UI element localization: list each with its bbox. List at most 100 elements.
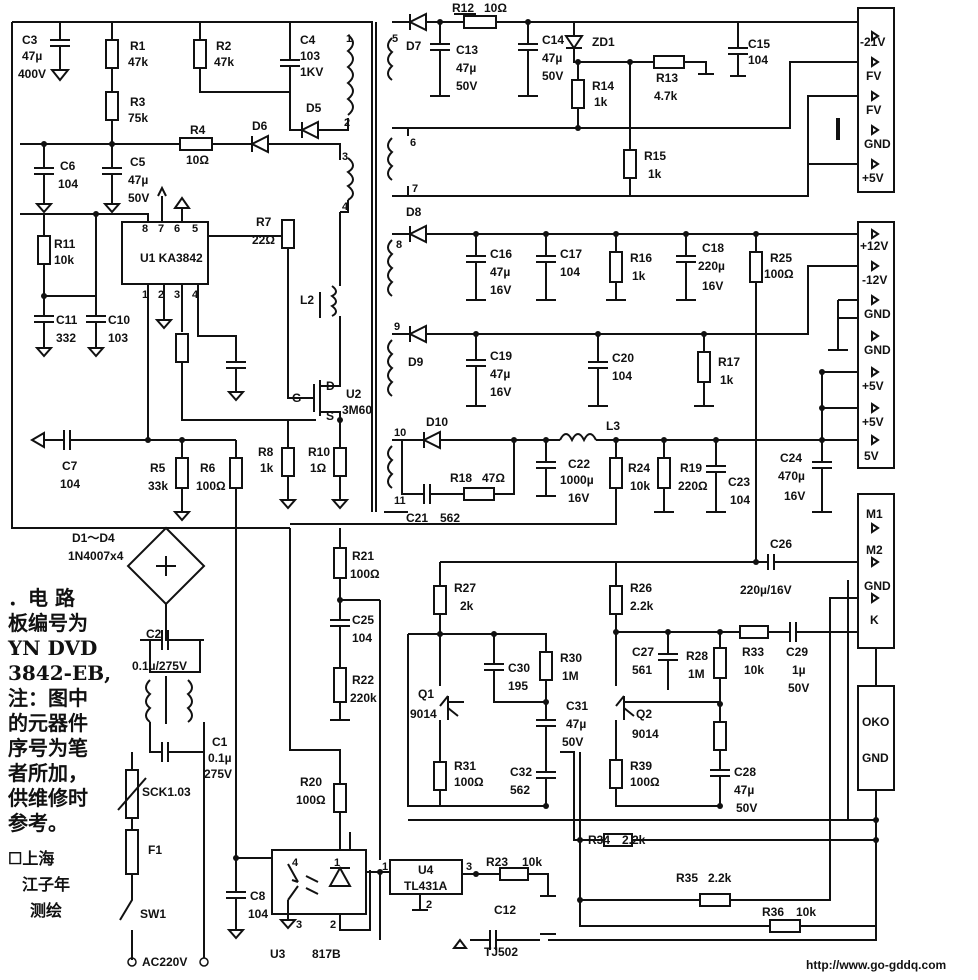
label-C8: C8: [250, 889, 266, 903]
label-C1-v2: 275V: [204, 767, 232, 781]
u1-pin1: 1: [142, 289, 148, 301]
label-R39: R39: [630, 759, 652, 773]
label-C27: C27: [632, 645, 654, 659]
label-D5: D5: [306, 101, 322, 115]
u1-pin5: 5: [192, 223, 198, 235]
label-R36: R36: [762, 905, 784, 919]
label-C27-v: 561: [632, 663, 652, 677]
label-R3: R3: [130, 95, 146, 109]
label-R36-v: 10k: [796, 905, 816, 919]
label-C29-v1: 1µ: [792, 663, 806, 677]
label-C24-v1: 470µ: [778, 469, 805, 483]
label-U4: U4: [418, 863, 434, 877]
label-R1-v: 47k: [128, 55, 148, 69]
u4-pin2: 2: [426, 899, 432, 911]
label-C13-v1: 47µ: [456, 61, 476, 75]
u1-pin4: 4: [192, 289, 199, 301]
u1-pin2: 2: [158, 289, 164, 301]
credit-line1: ☐上海: [8, 849, 55, 868]
transformer-secondary: [371, 22, 394, 512]
credit-line3: 测绘: [30, 901, 63, 920]
label-R14-v: 1k: [594, 95, 608, 109]
label-C19-v2: 16V: [490, 385, 511, 399]
pin-5: 5: [392, 33, 398, 45]
junctions: [41, 19, 879, 903]
label-R22-v: 220k: [350, 691, 377, 705]
label-R19: R19: [680, 461, 702, 475]
u1-pin7: 7: [158, 223, 164, 235]
u3-pin1: 1: [334, 857, 340, 869]
label-R13: R13: [656, 71, 678, 85]
label-C2-v: 0.1µ/275V: [132, 659, 187, 673]
label-C31-v2: 50V: [562, 735, 583, 749]
label-U2: U2: [346, 387, 362, 401]
conn-top-2: FV: [866, 103, 881, 117]
label-C31-v1: 47µ: [566, 717, 586, 731]
label-R15-v: 1k: [648, 167, 662, 181]
label-C22: C22: [568, 457, 590, 471]
label-R31-v: 100Ω: [454, 775, 484, 789]
label-D10: D10: [426, 415, 448, 429]
connector-pins: [871, 30, 880, 604]
label-R7-v: 22Ω: [252, 233, 275, 247]
pin-9: 9: [394, 321, 400, 333]
conn-top-3: GND: [864, 137, 891, 151]
label-R27: R27: [454, 581, 476, 595]
label-C30: C30: [508, 661, 530, 675]
feedback-optocoupler: [226, 760, 390, 940]
u3-pin2: 2: [330, 919, 336, 931]
conn-oko-1: GND: [862, 751, 889, 765]
pin-8: 8: [396, 239, 402, 251]
label-R24: R24: [628, 461, 650, 475]
label-R4-v: 10Ω: [186, 153, 209, 167]
label-R18: R18: [450, 471, 472, 485]
label-R25: R25: [770, 251, 792, 265]
label-C32-v: 562: [510, 783, 530, 797]
author-credit: ☐上海 江子年 测绘: [8, 846, 118, 924]
label-Q2-v: 9014: [632, 727, 659, 741]
label-C7-v: 104: [60, 477, 80, 491]
label-SW1: SW1: [140, 907, 166, 921]
label-D1D4: D1～D4: [72, 531, 115, 545]
label-R2: R2: [216, 39, 232, 53]
label-C26: C26: [770, 537, 792, 551]
label-C7: C7: [62, 459, 78, 473]
conn-top-0: -21V: [860, 35, 885, 49]
connector-labels: -21V FV FV GND +5V +12V -12V GND GND +5V…: [860, 35, 891, 765]
conn-mid-4: +5V: [862, 379, 884, 393]
label-R25-v: 100Ω: [764, 267, 794, 281]
label-C6-v: 104: [58, 177, 78, 191]
label-R10: R10: [308, 445, 330, 459]
label-C20: C20: [612, 351, 634, 365]
label-C16: C16: [490, 247, 512, 261]
conn-top-4: +5V: [862, 171, 884, 185]
label-C10-v: 103: [108, 331, 128, 345]
label-R1: R1: [130, 39, 146, 53]
label-C17-v: 104: [560, 265, 580, 279]
conn-top-1: FV: [866, 69, 881, 83]
label-R5: R5: [150, 461, 166, 475]
label-R8-v: 1k: [260, 461, 274, 475]
label-Q2: Q2: [636, 707, 652, 721]
label-R34: R34: [588, 833, 610, 847]
label-C20-v: 104: [612, 369, 632, 383]
label-C3-v2: 400V: [18, 67, 46, 81]
label-R24-v: 10k: [630, 479, 650, 493]
label-C3: C3: [22, 33, 38, 47]
note-line: 参考。: [8, 811, 68, 835]
pin-10: 10: [394, 427, 406, 439]
conn-audio-1: M2: [866, 543, 883, 557]
label-C1: C1: [212, 735, 228, 749]
label-C19: C19: [490, 349, 512, 363]
label-C25: C25: [352, 613, 374, 627]
label-U3-v: 817B: [312, 947, 341, 961]
label-R4: R4: [190, 123, 206, 137]
label-R10-v: 1Ω: [310, 461, 327, 475]
label-R12-v: 10Ω: [484, 1, 507, 15]
label-C15-v: 104: [748, 53, 768, 67]
label-R35: R35: [676, 871, 698, 885]
label-C18-v1: 220µ: [698, 259, 725, 273]
label-C4-v1: 103: [300, 49, 320, 63]
label-C18-v2: 16V: [702, 279, 723, 293]
note-line: 3842-EB,: [8, 661, 112, 685]
